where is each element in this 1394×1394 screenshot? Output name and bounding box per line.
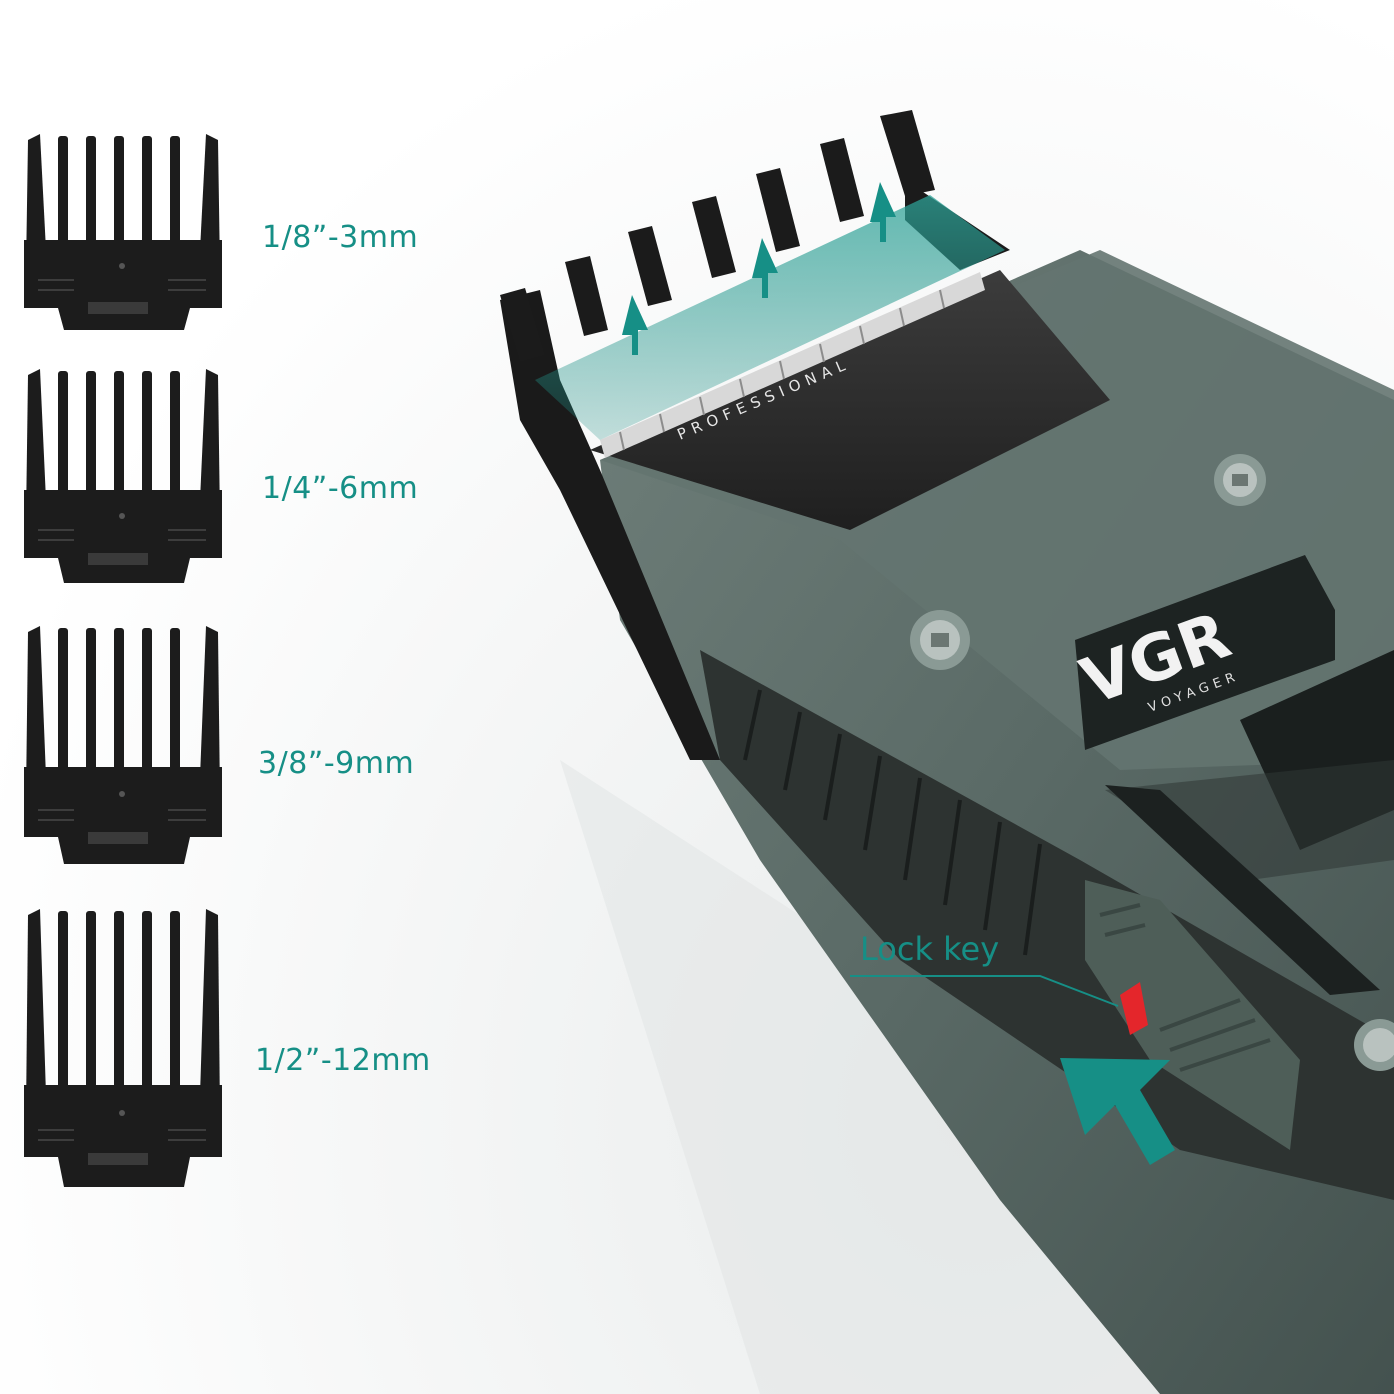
screw-icon (1354, 1019, 1394, 1071)
guard-comb-3mm (24, 134, 222, 330)
screw-icon (1214, 454, 1266, 506)
lock-key-slider[interactable] (1085, 880, 1300, 1150)
guard-comb-6mm (24, 369, 222, 583)
guard-comb-row: 1/4”-6mm (0, 365, 470, 605)
body-bevel (1105, 760, 1394, 880)
attached-guard-teeth (500, 110, 935, 362)
blade-teeth (600, 272, 985, 458)
up-arrow-icon (622, 182, 896, 355)
guard-size-label: 1/2”-12mm (255, 1043, 431, 1078)
guard-comb-9mm (24, 626, 222, 864)
side-slot (1105, 785, 1380, 995)
brand-plate (1075, 555, 1335, 750)
slider-ridges (1099, 903, 1271, 1072)
guard-size-label: 1/4”-6mm (262, 471, 419, 506)
screw-icon (910, 610, 970, 670)
lock-key-label: Lock key (860, 930, 1000, 968)
guard-comb-row: 1/2”-12mm (0, 905, 470, 1195)
push-arrow-icon (1060, 1058, 1175, 1165)
teal-highlight (535, 195, 1005, 440)
guard-size-label: 1/8”-3mm (262, 220, 419, 255)
grip-ridges (743, 689, 1042, 956)
guard-size-label: 3/8”-9mm (258, 746, 415, 781)
attached-guard-side (500, 290, 720, 760)
lock-key-button[interactable] (1120, 982, 1148, 1035)
blade-tooth-lines (619, 289, 945, 451)
blade-housing (590, 270, 1110, 530)
callout-line (850, 975, 1119, 1007)
guard-comb-row: 3/8”-9mm (0, 622, 470, 864)
guard-comb-row: 1/8”-3mm (0, 130, 470, 370)
guard-comb-12mm (24, 909, 222, 1187)
